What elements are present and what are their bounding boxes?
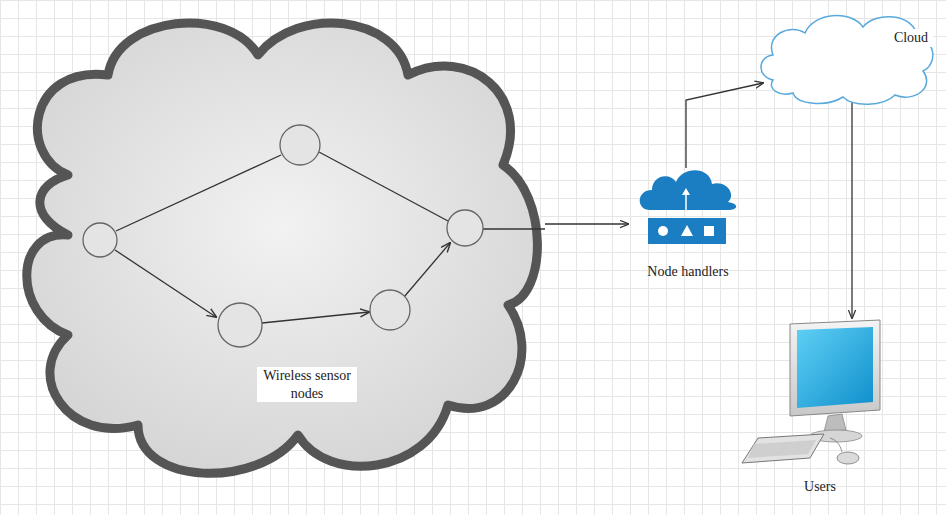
user-computer: Users (740, 318, 890, 503)
cloud-service: Cloud (755, 5, 938, 110)
node-handler: Node handlers (628, 150, 748, 290)
sensor-cloud (8, 5, 548, 495)
sensor-network-cloud: Wireless sensor nodes (8, 5, 548, 495)
arrow-connector (686, 83, 763, 168)
user-label: Users (780, 478, 860, 496)
cloud-caption: Wireless sensor nodes (257, 367, 357, 402)
computer-illustration (740, 318, 890, 503)
arrow-connector (545, 223, 628, 224)
cloud-label: Cloud (889, 29, 933, 47)
arrow-connector (851, 98, 852, 318)
node-label: Node handlers (628, 263, 748, 281)
cloud-outline (755, 5, 938, 110)
